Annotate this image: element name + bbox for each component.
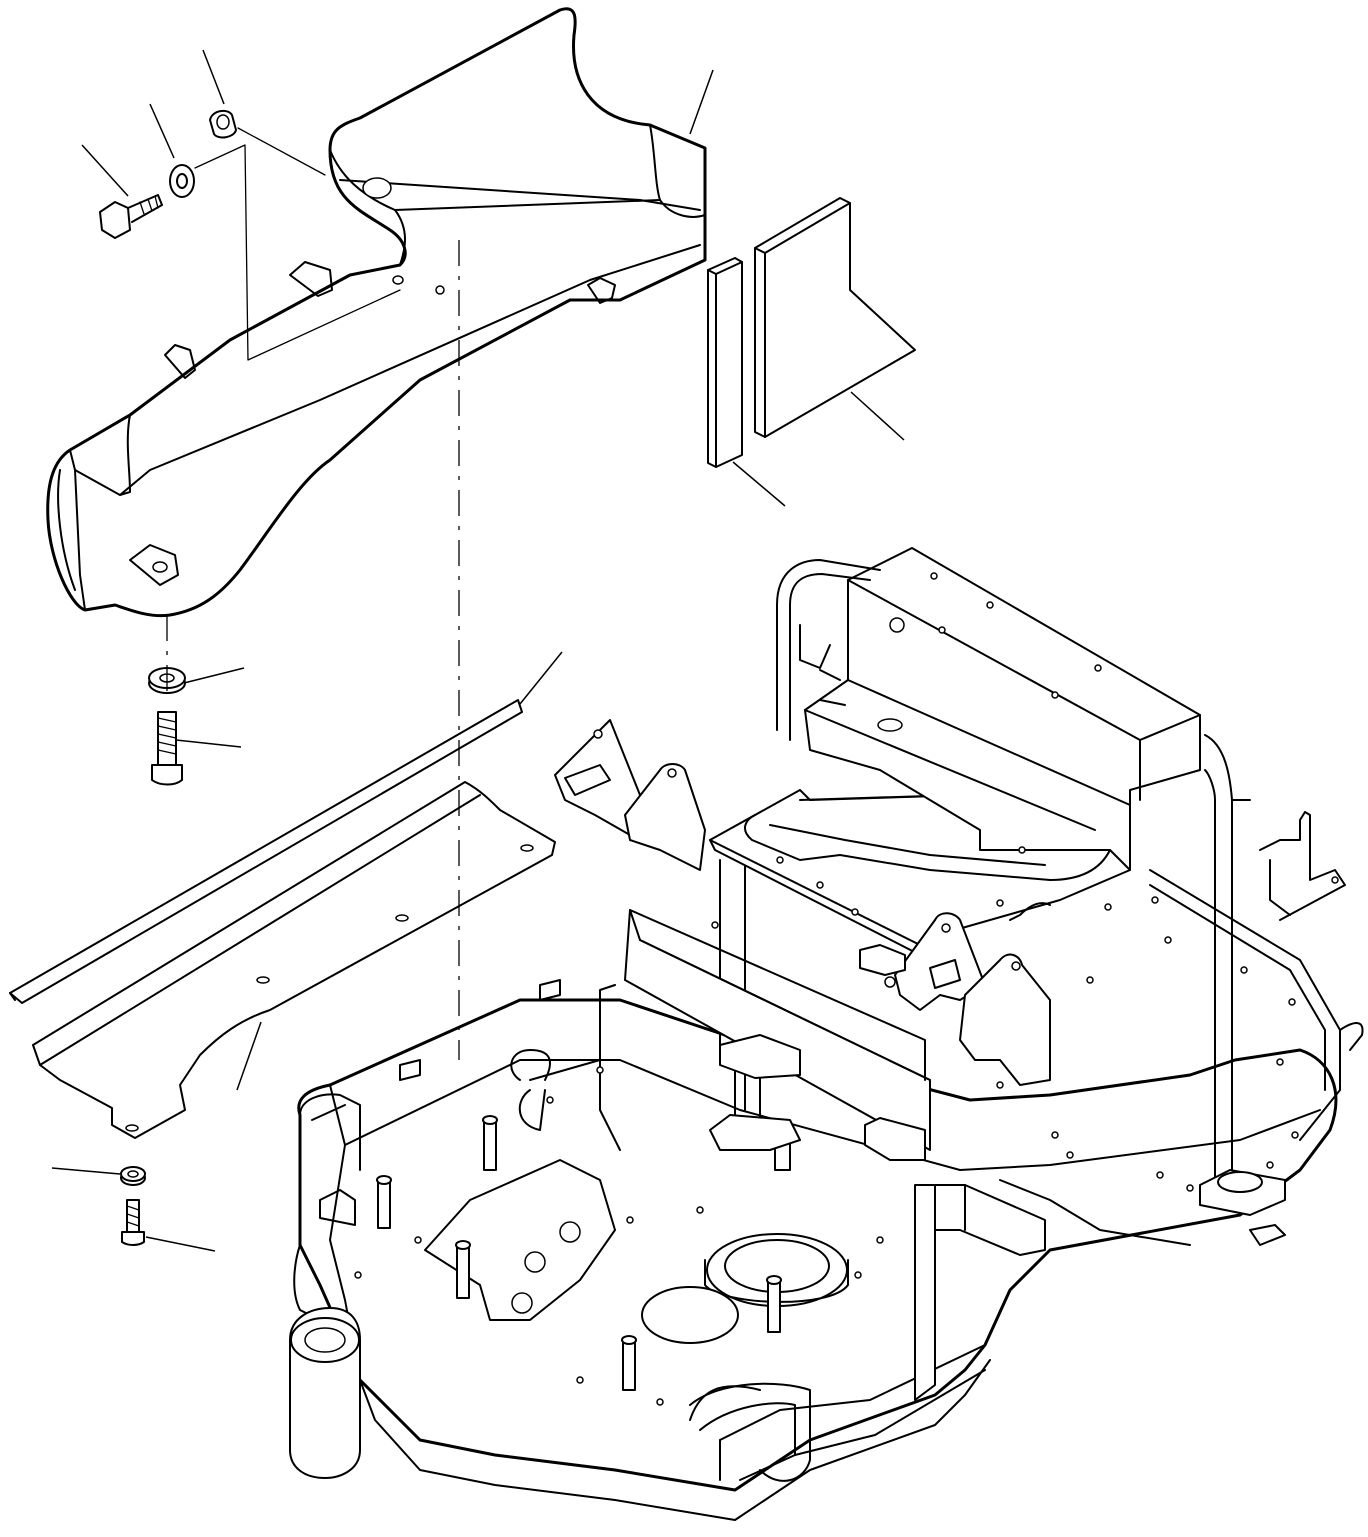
cover-washer-upper — [170, 165, 194, 197]
seal-strip-narrow — [708, 258, 742, 467]
under-cover-plate — [33, 782, 555, 1138]
cover-bolt-upper — [100, 195, 162, 238]
assembly-line-nut — [238, 128, 325, 175]
leader-seal-strip — [733, 462, 785, 506]
leader-strip-seal — [520, 652, 562, 704]
callout-leaders — [52, 50, 904, 1251]
plate-washer — [121, 1167, 145, 1185]
leader-seal-pad — [851, 392, 904, 440]
cover-bolt-lower — [152, 712, 182, 785]
revolving-frame — [290, 548, 1363, 1520]
leader-washer — [150, 104, 174, 158]
leader-lower-bolt — [176, 740, 241, 747]
cover-nut-upper — [210, 111, 236, 138]
leader-lower-washer — [184, 668, 244, 683]
assembly-line-washer — [195, 145, 400, 360]
leader-cover — [690, 70, 713, 134]
leader-nut — [203, 50, 224, 104]
seal-pad-large — [755, 198, 915, 437]
leader-plate-washer — [52, 1168, 120, 1174]
plate-bolt — [122, 1200, 144, 1245]
leader-bolt — [82, 145, 128, 196]
strip-seal — [10, 700, 522, 1003]
leader-under-plate — [237, 1022, 261, 1090]
upper-cover-part — [48, 9, 705, 616]
leader-plate-bolt — [146, 1237, 215, 1251]
